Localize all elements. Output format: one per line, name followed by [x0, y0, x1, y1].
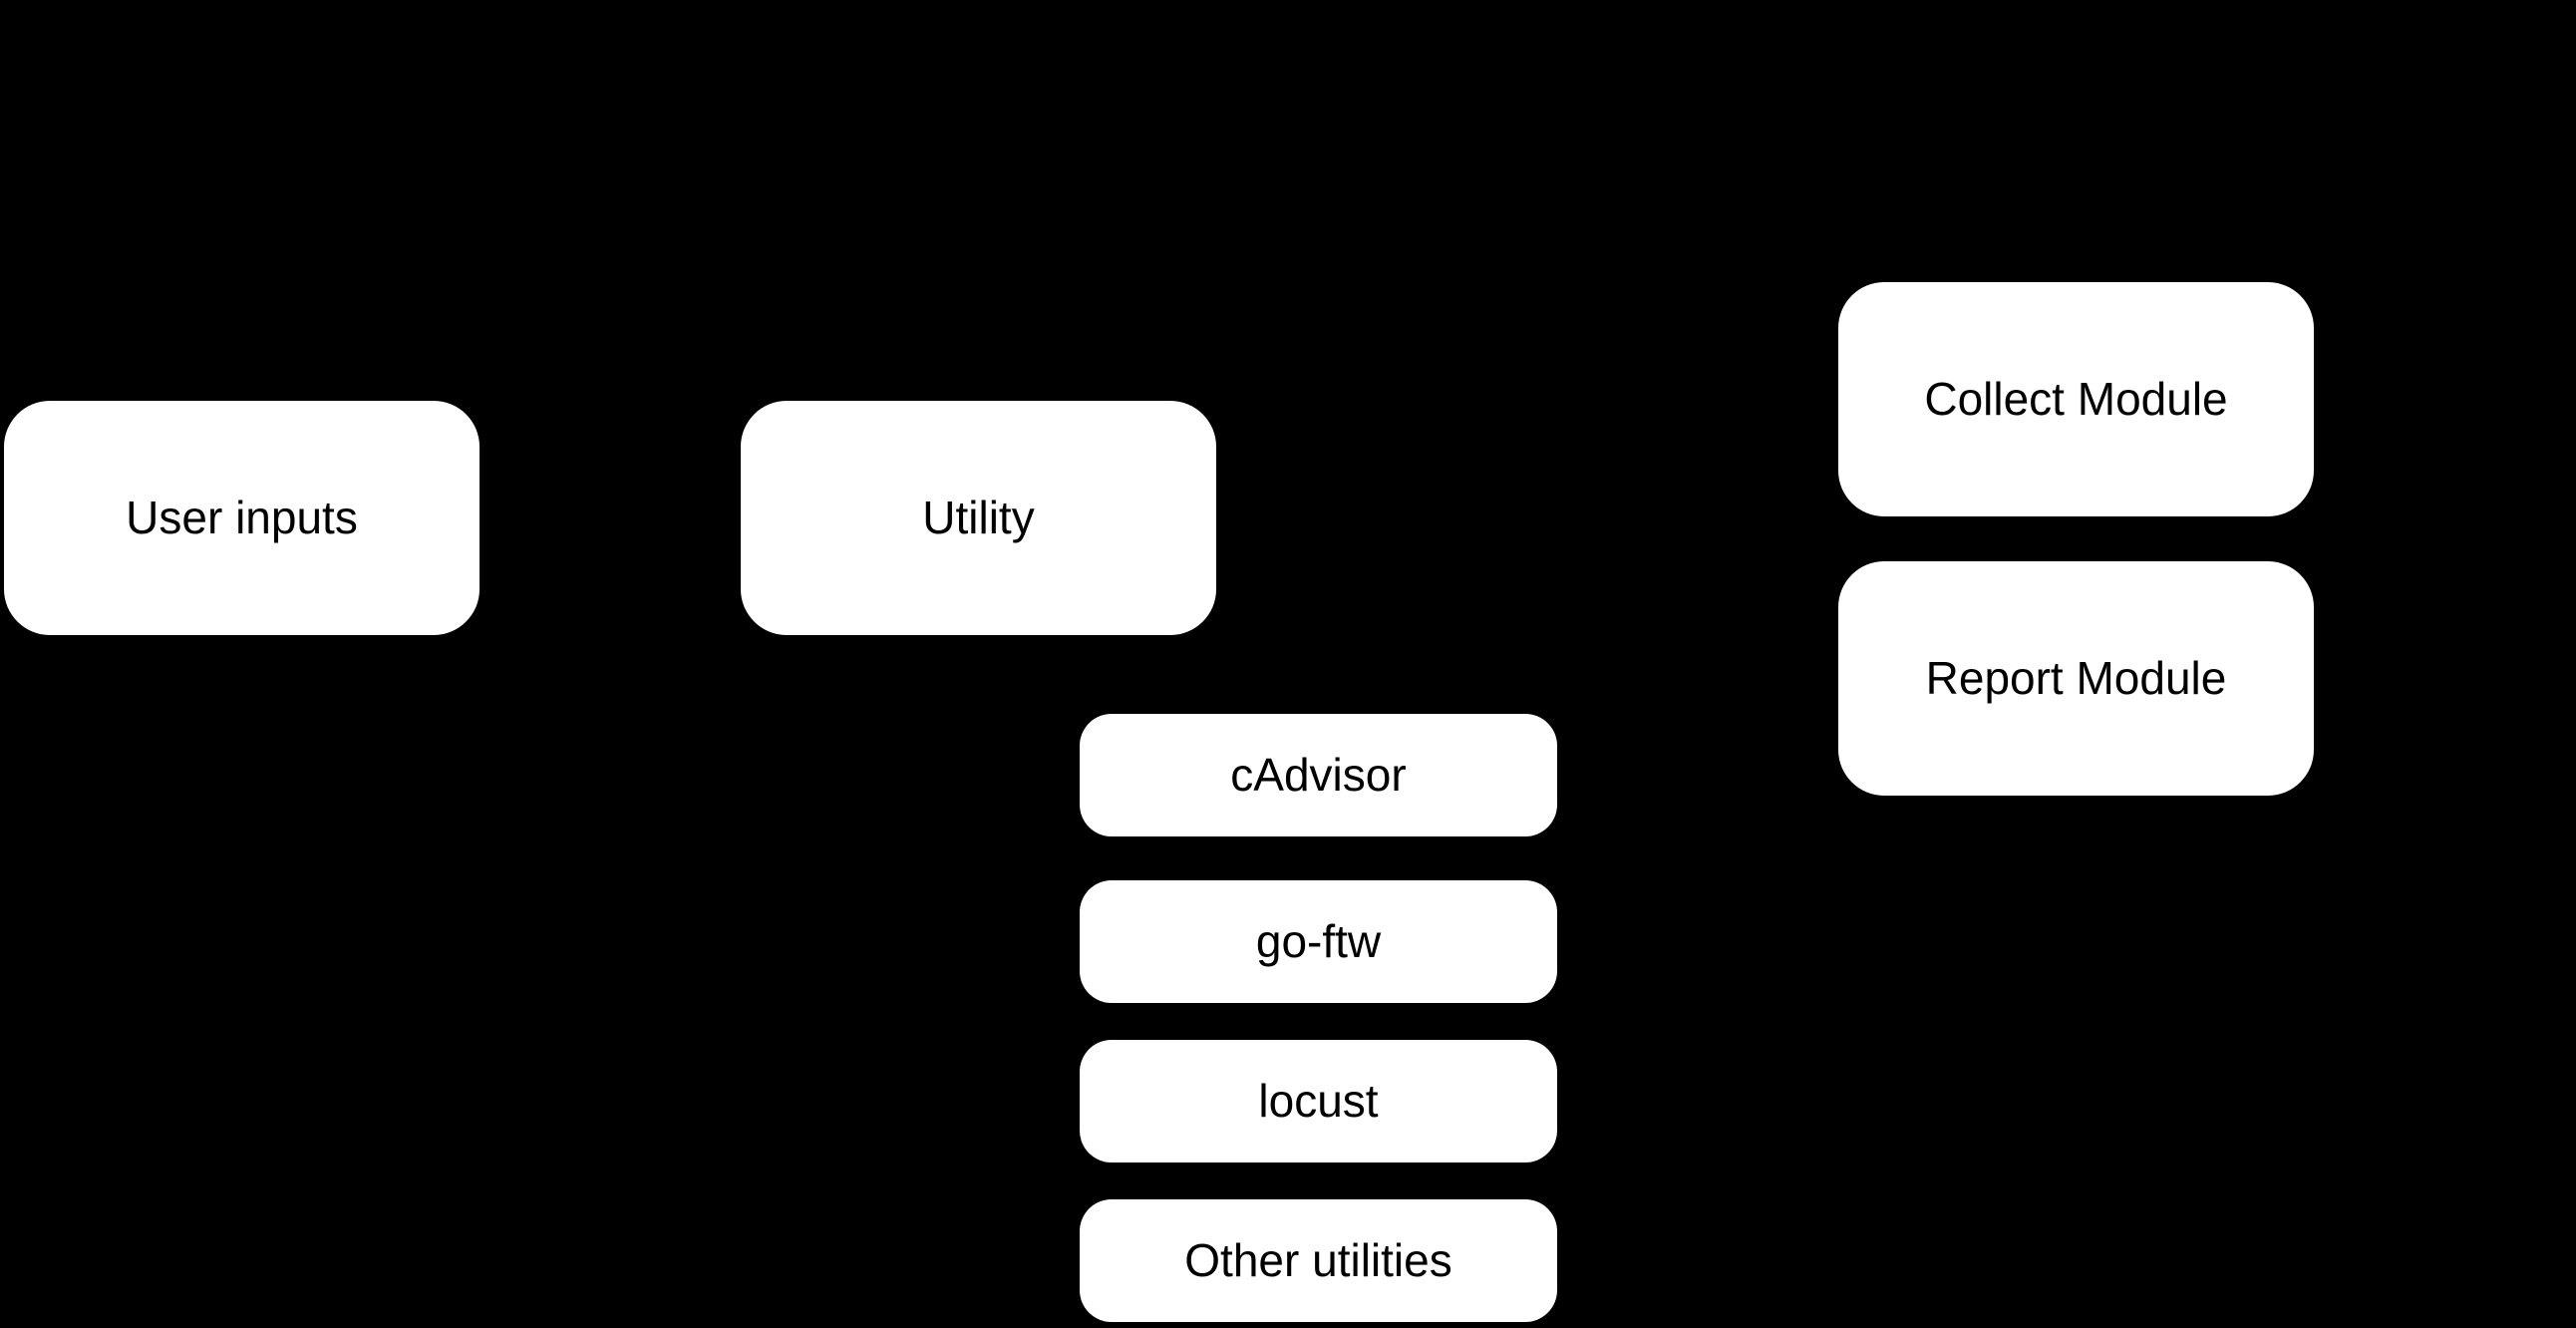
node-other-utilities-label: Other utilities — [1184, 1233, 1452, 1286]
node-report-module: Report Module — [1838, 561, 2314, 796]
node-utility: Utility — [741, 401, 1216, 635]
node-utility-label: Utility — [922, 491, 1035, 543]
node-go-ftw-label: go-ftw — [1255, 914, 1382, 967]
node-user-inputs: User inputs — [4, 401, 480, 635]
node-locust: locust — [1080, 1040, 1557, 1162]
node-other-utilities: Other utilities — [1080, 1199, 1557, 1322]
node-collect-module: Collect Module — [1838, 282, 2314, 516]
node-go-ftw: go-ftw — [1080, 880, 1557, 1003]
node-cadvisor-label: cAdvisor — [1230, 748, 1407, 801]
node-locust-label: locust — [1258, 1074, 1379, 1127]
node-collect-module-label: Collect Module — [1924, 372, 2228, 425]
node-user-inputs-label: User inputs — [126, 491, 358, 543]
node-cadvisor: cAdvisor — [1080, 714, 1557, 836]
node-report-module-label: Report Module — [1925, 651, 2227, 704]
